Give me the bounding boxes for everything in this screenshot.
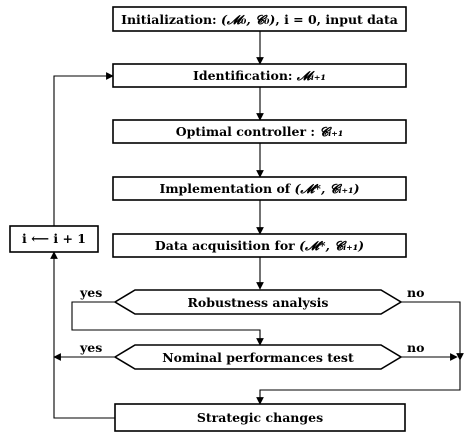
- branch-label-nominal-yes: yes: [79, 340, 102, 355]
- branch-label-nominal-no: no: [407, 340, 424, 355]
- node-nominal-performances-test: [113, 344, 403, 370]
- node-data-acquisition-label: Data acquisition for (𝓜*, 𝓒ᵢ₊₁): [155, 238, 364, 253]
- edge-strategic-loop: [50, 251, 115, 419]
- branch-label-robustness-yes: yes: [79, 285, 102, 300]
- node-implementation-label: Implementation of (𝓜*, 𝓒ᵢ₊₁): [159, 181, 359, 196]
- branch-label-robustness-no: no: [407, 285, 424, 300]
- node-strategic-changes-label: Strategic changes: [197, 410, 323, 425]
- edge-robustness-no: [401, 301, 464, 361]
- node-implementation: [112, 176, 407, 201]
- edge-robustness-yes: [71, 301, 264, 346]
- node-optimal-controller: [112, 119, 407, 144]
- node-optimal-controller-label: Optimal controller : 𝓒ᵢ₊₁: [176, 124, 344, 139]
- node-initialization-label: Initialization: (𝓜₀, 𝓒₀), i = 0, input d…: [121, 12, 398, 27]
- node-increment: [9, 225, 99, 253]
- node-identification: [112, 63, 407, 88]
- node-nominal-performances-test-label: Nominal performances test: [162, 350, 354, 365]
- node-robustness-analysis-label: Robustness analysis: [188, 295, 329, 310]
- node-data-acquisition: [112, 233, 407, 258]
- node-increment-label: i ⟵ i + 1: [22, 231, 86, 246]
- edge-right-to-strategic: [256, 360, 461, 405]
- node-initialization: [112, 6, 407, 32]
- edge-increment-identification: [53, 72, 114, 226]
- node-robustness-analysis: [113, 289, 403, 315]
- node-strategic-changes: [114, 403, 406, 432]
- node-identification-label: Identification: 𝓜ᵢ₊₁: [193, 68, 326, 83]
